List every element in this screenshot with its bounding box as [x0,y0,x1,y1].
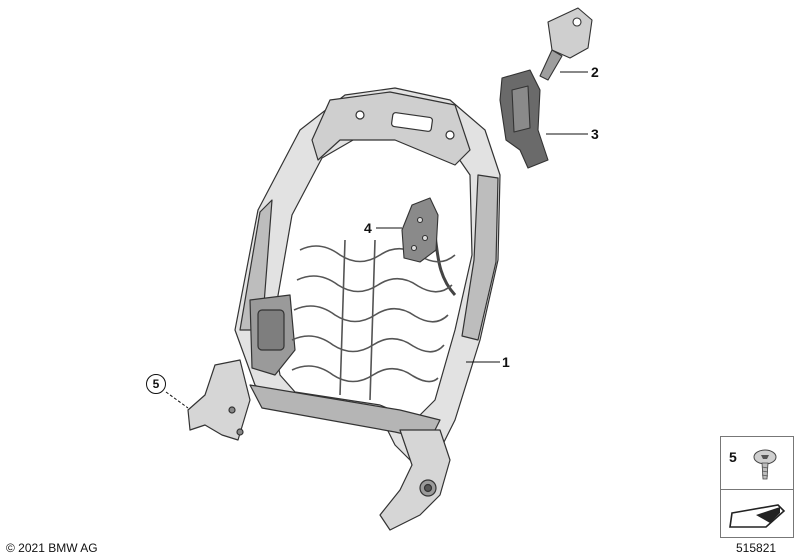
parts-inset-box: 5 [720,436,794,538]
copyright-text: © 2021 BMW AG [6,541,98,555]
callout-3[interactable]: 3 [591,126,599,142]
callout-4[interactable]: 4 [364,220,372,236]
lumbar-bracket-drawing[interactable] [401,197,439,263]
callout-2[interactable]: 2 [591,64,599,80]
leader-lines [165,71,588,409]
inset-divider [721,489,793,490]
callout-5-circled[interactable]: 5 [146,374,166,394]
arrow-logo-icon [729,504,786,528]
seat-frame-drawing[interactable] [187,87,501,531]
diagram-id: 515821 [736,541,777,555]
spring-mat-drawing [291,239,456,401]
headrest-guide-drawing[interactable] [539,7,593,81]
screw-icon[interactable] [749,445,789,485]
headrest-bracket-drawing[interactable] [499,69,549,169]
callout-1[interactable]: 1 [502,354,510,370]
inset-part-number: 5 [729,449,737,465]
